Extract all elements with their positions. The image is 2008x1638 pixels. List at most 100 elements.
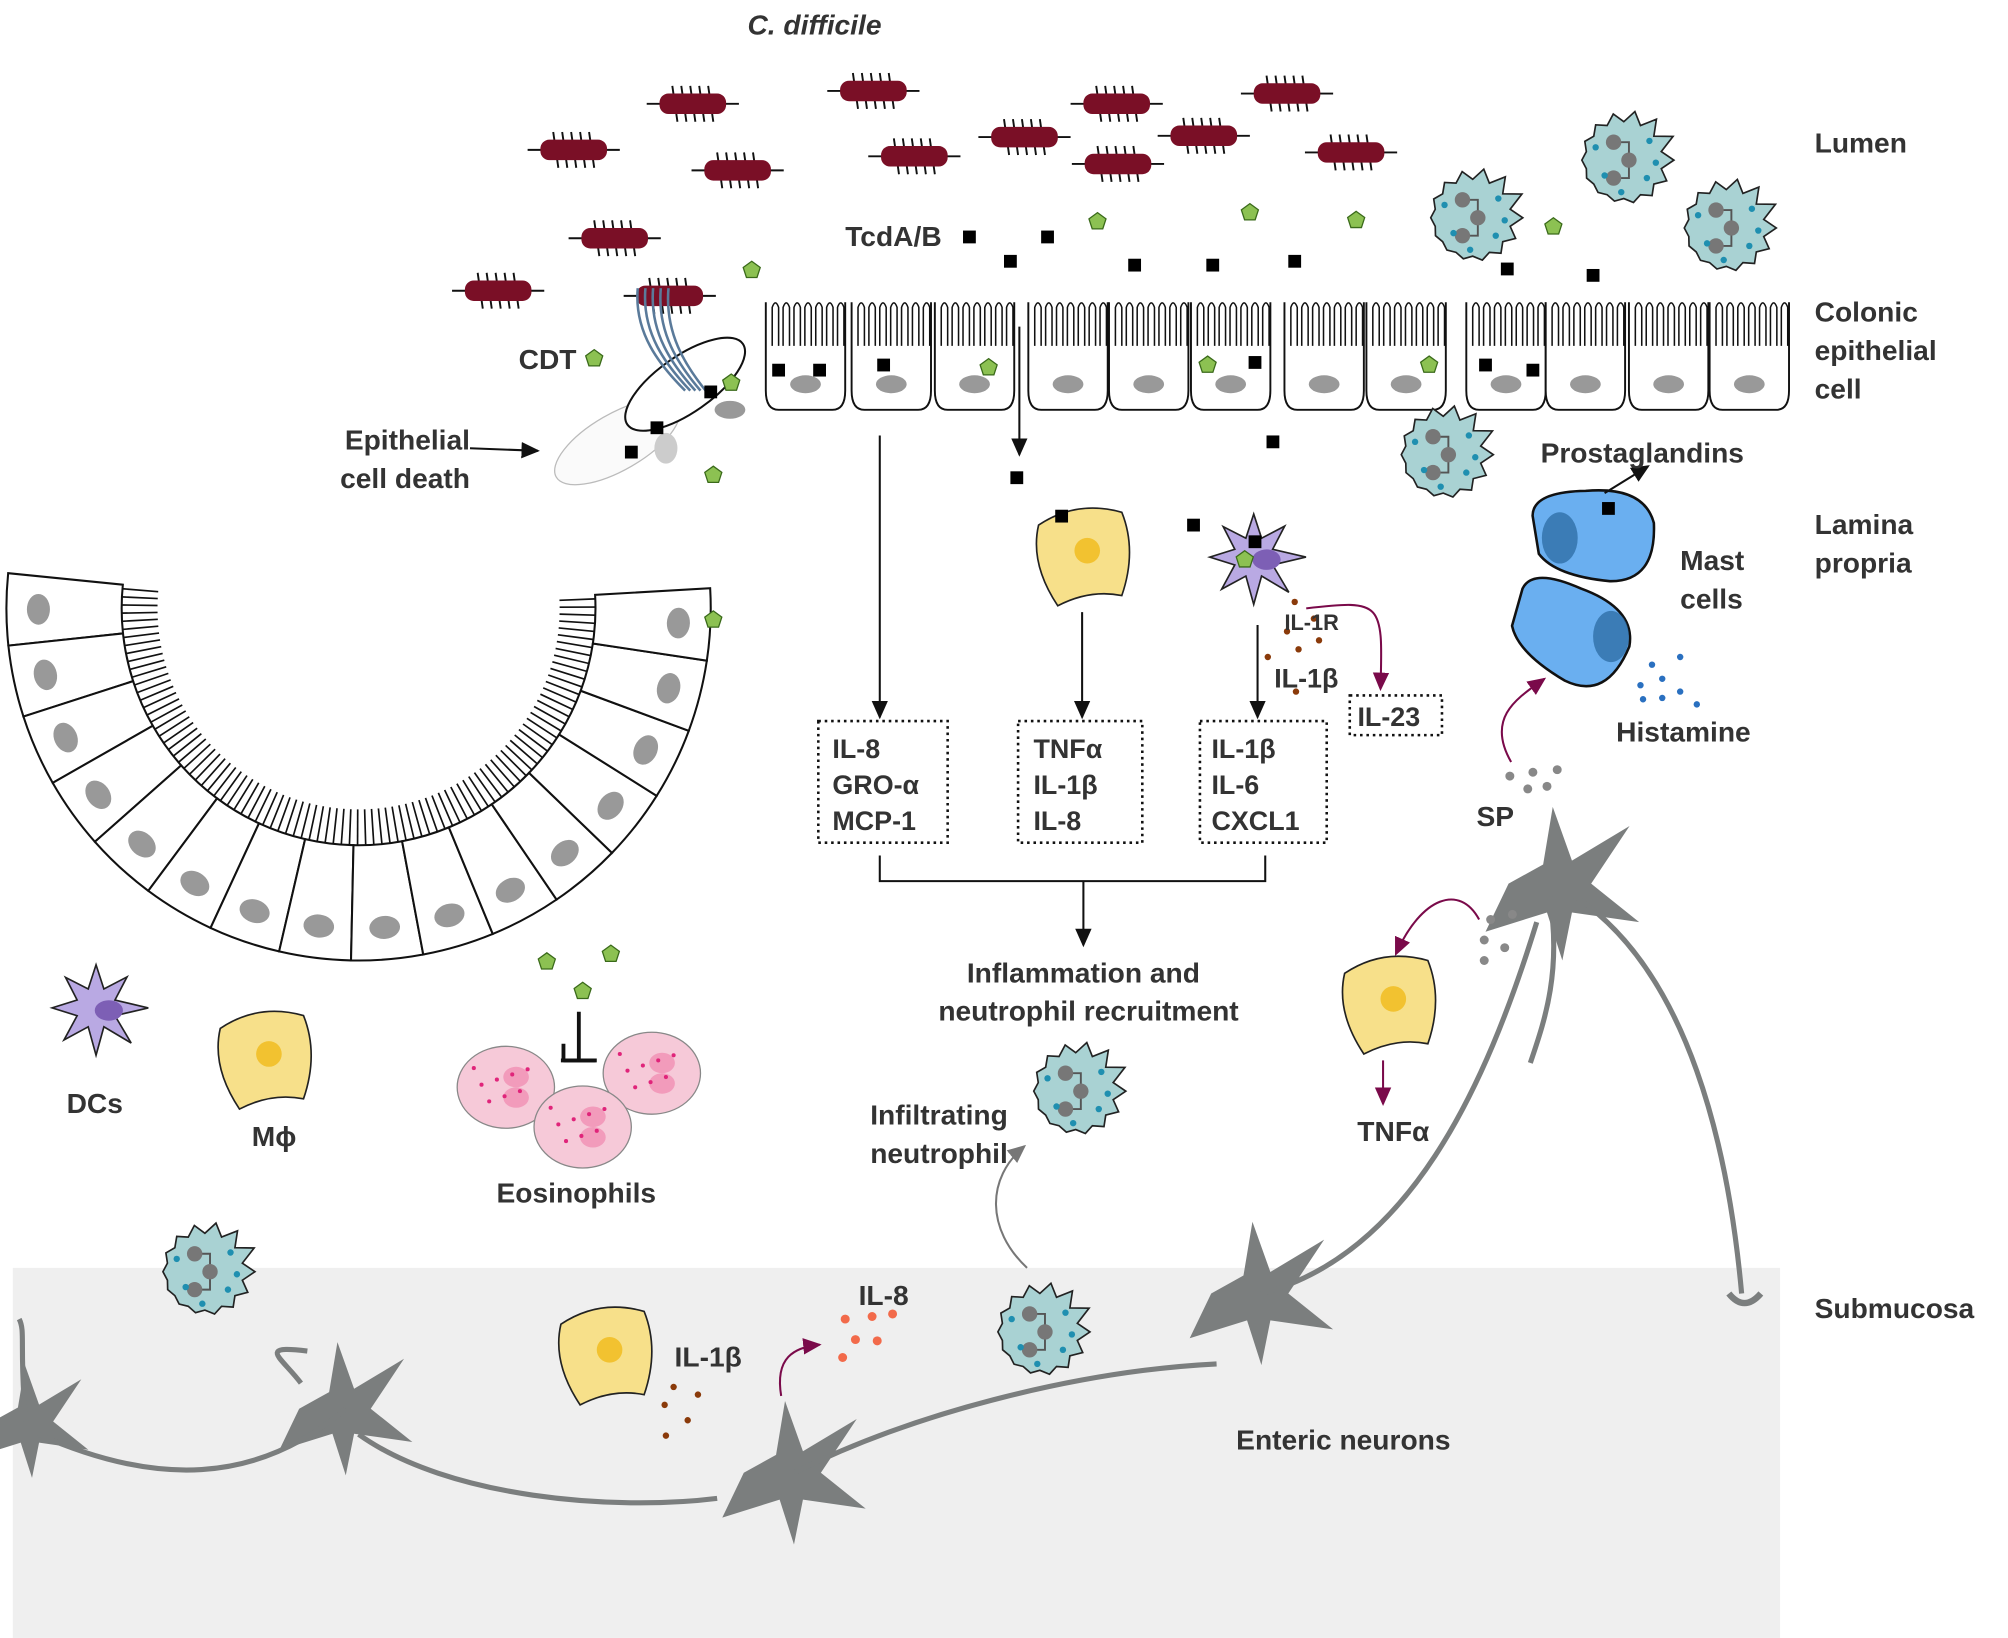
microvillus (154, 710, 187, 730)
tcd-label: TcdA/B (845, 220, 941, 252)
cytokine: IL-1β (1033, 770, 1097, 800)
microvillus (556, 640, 593, 649)
immune-cells (49, 110, 1778, 1406)
sp-particle (1523, 784, 1533, 794)
microvillus (456, 783, 476, 816)
tcd-toxin (1010, 471, 1024, 485)
tcd-toxin (877, 358, 891, 372)
nucleus (875, 375, 907, 394)
microvillus (1634, 302, 1643, 346)
microvillus (1169, 302, 1178, 346)
cytokine: IL-6 (1211, 770, 1259, 800)
granule (656, 1058, 661, 1063)
cdt-toxin (537, 952, 557, 970)
microvillus (922, 302, 931, 346)
nucleus-lobe (1425, 464, 1441, 481)
microvillus (391, 806, 399, 843)
cdt-toxin (1088, 211, 1107, 230)
microvillus (793, 302, 802, 346)
c-difficile-bacterium (691, 152, 784, 189)
microvillus (1088, 302, 1097, 346)
granule (548, 1105, 553, 1110)
granule (617, 1051, 622, 1057)
microvillus (509, 739, 538, 765)
granule (640, 1063, 645, 1068)
granule (587, 1112, 592, 1117)
microvillus (363, 809, 367, 846)
epithelial-cell (1190, 302, 1272, 411)
nucleus-lobe (1037, 1324, 1053, 1340)
microvillus (973, 302, 982, 346)
cytokine-box-2: TNFα IL-1β IL-8 (1016, 719, 1144, 844)
submucosa-region (12, 1267, 1781, 1638)
il1b-particle (670, 1383, 677, 1391)
nucleus (1570, 375, 1601, 394)
microvillus (1678, 302, 1687, 346)
tcd-toxin (1526, 363, 1540, 377)
microvillus (226, 775, 248, 806)
axon (792, 1361, 1217, 1476)
granule (1069, 1119, 1077, 1127)
microvillus (1471, 302, 1480, 346)
crypt-cell (591, 587, 712, 662)
microvillus (1537, 302, 1546, 346)
microvillus (1229, 302, 1238, 346)
axon (37, 1406, 348, 1473)
signal-arrows (778, 603, 1547, 1397)
pilus (666, 288, 707, 392)
region-epithelial: epithelial (1815, 334, 1937, 366)
microvillus (348, 809, 352, 846)
c-difficile-bacterium (827, 72, 920, 110)
nucleus (303, 914, 335, 938)
microvillus (550, 667, 585, 680)
synapse (1726, 1291, 1764, 1307)
nucleus (85, 780, 112, 809)
cdt-toxin (721, 373, 741, 391)
nucleus-lobe (1021, 1306, 1038, 1322)
microvillus (1300, 302, 1309, 346)
granule (1437, 483, 1444, 490)
granule (671, 1053, 676, 1058)
microvillus (1780, 302, 1789, 346)
nucleus-lobe (1073, 1083, 1089, 1099)
granule (173, 1255, 180, 1263)
epithelial-cell (1365, 302, 1447, 411)
axon (16, 1317, 29, 1422)
microvillus (1147, 302, 1156, 346)
epithelial-cell (850, 302, 932, 411)
nucleus-lobe (1440, 446, 1457, 463)
tcd-toxin (813, 363, 826, 377)
il8-label: IL-8 (859, 1279, 909, 1311)
microvillus (308, 804, 318, 841)
microvillus (121, 604, 158, 607)
sp-particle (1507, 909, 1517, 919)
granule (517, 1089, 522, 1094)
microvillus (127, 652, 163, 663)
microvillus (125, 645, 162, 655)
nucleus (597, 791, 624, 820)
microvillus (559, 598, 596, 602)
bacterium-body (704, 160, 771, 181)
macrophage-nucleus (1380, 986, 1407, 1012)
granule (1034, 1360, 1041, 1368)
granule (1017, 1344, 1024, 1351)
microvillus (804, 302, 813, 346)
microvillus (143, 691, 177, 709)
microvillus (332, 808, 338, 844)
granule (1694, 211, 1702, 219)
microvillus (911, 302, 920, 346)
bacterium-body (1084, 153, 1152, 175)
microvillus (771, 302, 780, 346)
infiltrating-neutrophil-label: Infiltrating (870, 1098, 1008, 1130)
granule (602, 1107, 607, 1112)
microvillus (384, 807, 391, 844)
microvillus (122, 587, 159, 593)
granule (1755, 227, 1762, 234)
c-difficile-bacterium (1071, 145, 1165, 183)
microvillus (518, 728, 549, 752)
dc-nucleus (1252, 549, 1281, 570)
microvillus (1290, 302, 1299, 346)
granule (1720, 256, 1727, 264)
microvillus (473, 772, 496, 803)
nucleus-lobe (1621, 152, 1637, 168)
